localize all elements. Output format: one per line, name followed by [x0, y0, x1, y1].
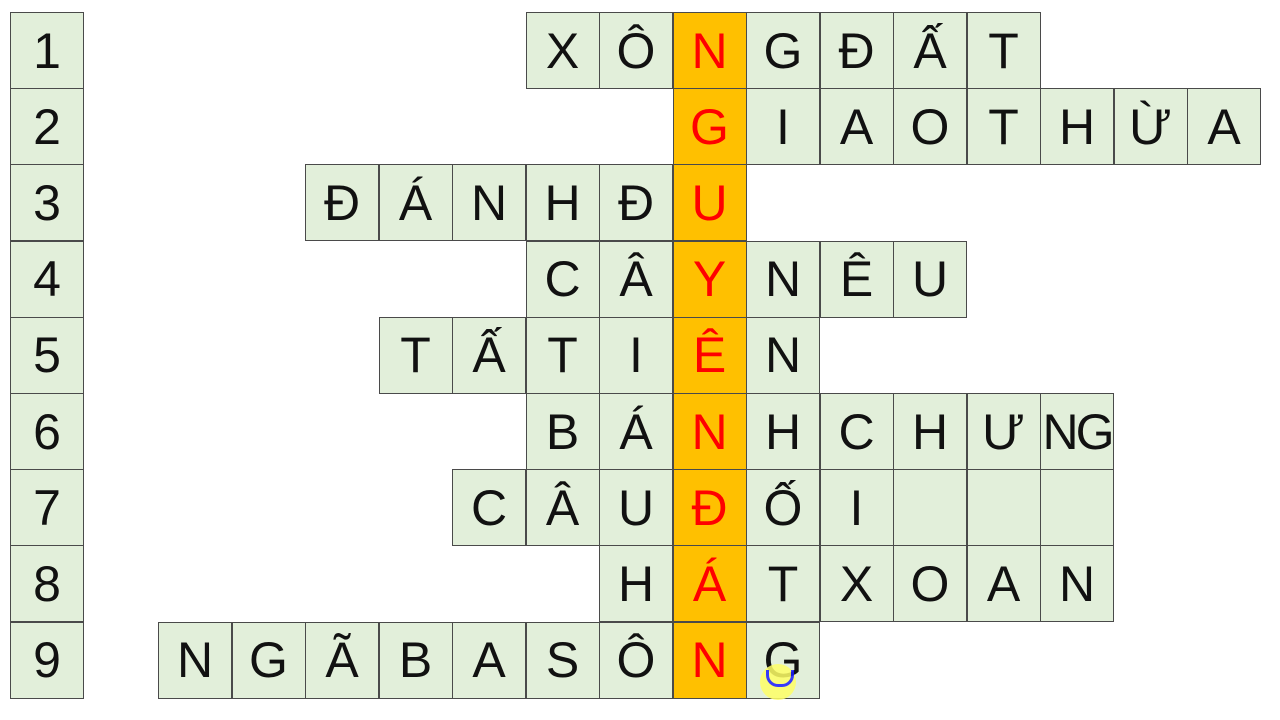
letter-cell[interactable]: B: [378, 621, 453, 699]
letter-cell[interactable]: H: [893, 393, 967, 470]
letter-cell[interactable]: N: [1040, 545, 1114, 623]
letter-cell[interactable]: Đ: [305, 164, 379, 242]
letter-cell[interactable]: N: [746, 240, 820, 318]
row-number-2: 2: [10, 88, 84, 166]
letter-cell[interactable]: Đ: [819, 12, 894, 89]
letter-cell[interactable]: NG: [1040, 393, 1115, 470]
letter-cell[interactable]: H: [1040, 88, 1114, 166]
letter-cell[interactable]: Ấ: [893, 12, 967, 89]
letter-cell[interactable]: C: [525, 240, 600, 318]
letter-cell[interactable]: N: [746, 316, 820, 394]
letter-cell[interactable]: G: [746, 12, 820, 89]
letter-cell[interactable]: [893, 469, 967, 547]
row-number-7: 7: [10, 469, 84, 547]
letter-cell[interactable]: S: [525, 621, 600, 699]
key-cell[interactable]: U: [672, 164, 747, 242]
letter-cell[interactable]: U: [599, 469, 673, 547]
key-cell[interactable]: Ê: [672, 316, 747, 394]
letter-cell[interactable]: G: [231, 621, 306, 699]
letter-cell[interactable]: Ê: [819, 240, 894, 318]
key-cell[interactable]: N: [672, 12, 747, 89]
letter-cell[interactable]: I: [746, 88, 820, 166]
key-cell[interactable]: Đ: [672, 469, 747, 547]
letter-cell[interactable]: Ố: [746, 469, 820, 547]
row-number-5: 5: [10, 316, 84, 394]
letter-cell[interactable]: N: [158, 621, 232, 699]
key-cell[interactable]: N: [672, 393, 747, 470]
letter-cell[interactable]: I: [599, 316, 673, 394]
row-number-1: 1: [10, 12, 84, 89]
letter-cell[interactable]: N: [452, 164, 526, 242]
letter-cell[interactable]: G: [746, 621, 820, 699]
key-cell[interactable]: N: [672, 621, 747, 699]
letter-cell[interactable]: O: [893, 88, 967, 166]
letter-cell[interactable]: [966, 469, 1041, 547]
letter-cell[interactable]: T: [966, 12, 1041, 89]
letter-cell[interactable]: Ô: [599, 12, 673, 89]
letter-cell[interactable]: U: [893, 240, 967, 318]
letter-cell[interactable]: A: [452, 621, 526, 699]
letter-cell[interactable]: H: [746, 393, 820, 470]
letter-cell[interactable]: A: [966, 545, 1041, 623]
letter-cell[interactable]: Ô: [599, 621, 673, 699]
key-cell[interactable]: G: [672, 88, 747, 166]
letter-cell[interactable]: T: [378, 316, 453, 394]
letter-cell[interactable]: Á: [599, 393, 673, 470]
letter-cell[interactable]: Ã: [305, 621, 379, 699]
letter-cell[interactable]: Ấ: [452, 316, 526, 394]
letter-cell[interactable]: T: [966, 88, 1041, 166]
letter-cell[interactable]: X: [819, 545, 894, 623]
letter-cell[interactable]: T: [525, 316, 600, 394]
row-number-6: 6: [10, 393, 84, 470]
letter-cell[interactable]: [1040, 469, 1114, 547]
key-cell[interactable]: Á: [672, 545, 747, 623]
letter-cell[interactable]: X: [525, 12, 600, 89]
letter-cell[interactable]: I: [819, 469, 894, 547]
key-cell[interactable]: Y: [672, 240, 747, 318]
letter-cell[interactable]: Á: [378, 164, 453, 242]
letter-cell[interactable]: Ừ: [1113, 88, 1188, 166]
letter-cell[interactable]: Â: [525, 469, 600, 547]
letter-cell[interactable]: A: [819, 88, 894, 166]
letter-cell[interactable]: Ư: [966, 393, 1041, 470]
letter-cell[interactable]: T: [746, 545, 820, 623]
letter-cell[interactable]: A: [1187, 88, 1261, 166]
letter-cell[interactable]: Đ: [599, 164, 673, 242]
letter-cell[interactable]: H: [525, 164, 600, 242]
letter-cell[interactable]: C: [819, 393, 894, 470]
letter-cell[interactable]: C: [452, 469, 526, 547]
row-number-9: 9: [10, 621, 84, 699]
letter-cell[interactable]: H: [599, 545, 673, 623]
letter-cell[interactable]: O: [893, 545, 967, 623]
row-number-4: 4: [10, 240, 84, 318]
row-number-8: 8: [10, 545, 84, 623]
letter-cell[interactable]: Â: [599, 240, 673, 318]
letter-cell[interactable]: B: [525, 393, 600, 470]
row-number-3: 3: [10, 164, 84, 242]
